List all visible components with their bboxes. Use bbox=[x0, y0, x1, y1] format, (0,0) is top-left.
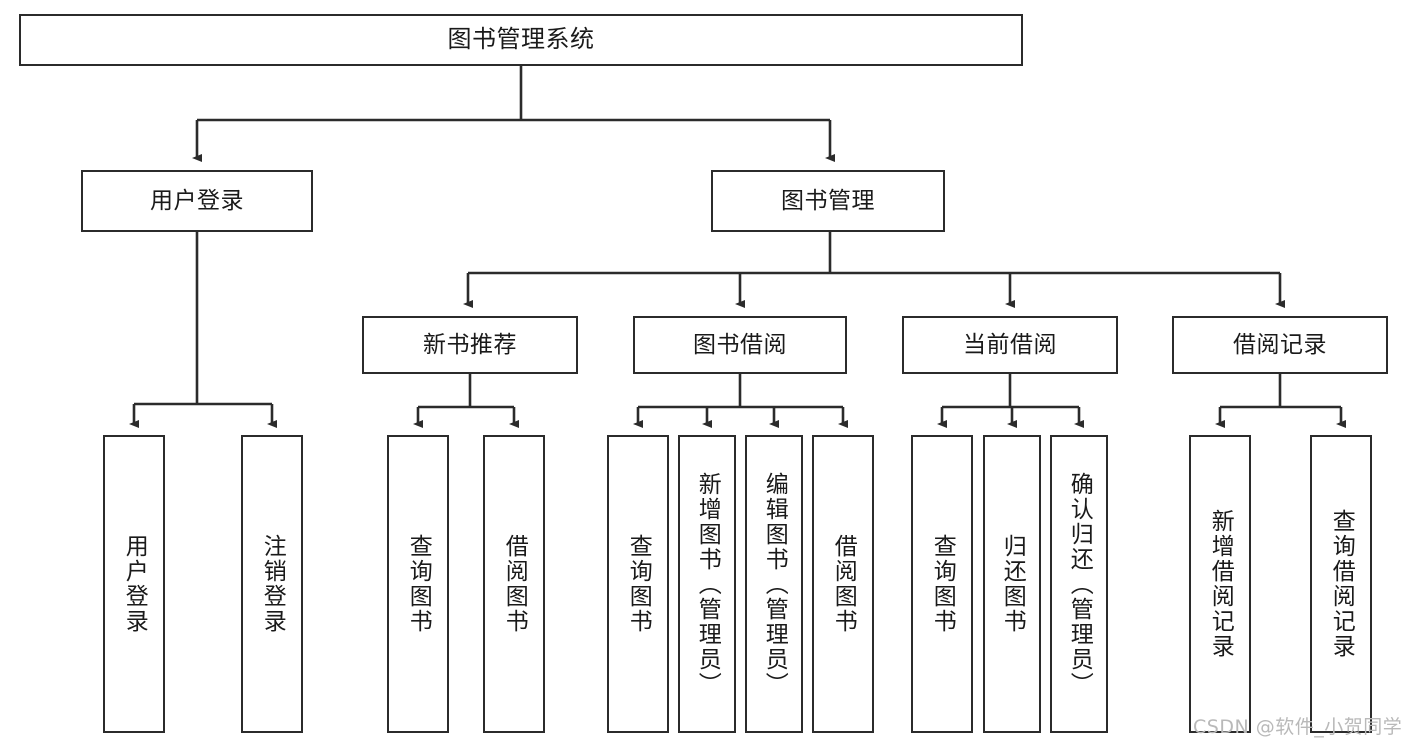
node-book-borrow-label: 图书借阅 bbox=[693, 331, 787, 358]
node-leaf-add-record[interactable]: 新增借阅记录 bbox=[1189, 435, 1251, 733]
node-leaf-return-book[interactable]: 归还图书 bbox=[983, 435, 1041, 733]
node-book-borrow[interactable]: 图书借阅 bbox=[633, 316, 847, 374]
node-leaf-confirm-return[interactable]: 确认归还（管理员） bbox=[1050, 435, 1108, 733]
node-leaf-borrow-book-1[interactable]: 借阅图书 bbox=[483, 435, 545, 733]
node-leaf-add-record-label: 新增借阅记录 bbox=[1207, 509, 1234, 659]
node-user-login-label: 用户登录 bbox=[150, 187, 244, 214]
node-leaf-user-login[interactable]: 用户登录 bbox=[103, 435, 165, 733]
node-current-borrow-label: 当前借阅 bbox=[963, 331, 1057, 358]
node-leaf-borrow-book-2-label: 借阅图书 bbox=[830, 534, 857, 634]
node-borrow-record-label: 借阅记录 bbox=[1233, 331, 1327, 358]
node-leaf-query-book-3-label: 查询图书 bbox=[929, 534, 956, 634]
node-leaf-query-book-2-label: 查询图书 bbox=[625, 534, 652, 634]
node-leaf-edit-book-label: 编辑图书（管理员） bbox=[761, 471, 788, 697]
node-leaf-return-book-label: 归还图书 bbox=[999, 534, 1026, 634]
node-leaf-confirm-return-label: 确认归还（管理员） bbox=[1066, 471, 1093, 697]
node-leaf-query-record-label: 查询借阅记录 bbox=[1328, 509, 1355, 659]
node-current-borrow[interactable]: 当前借阅 bbox=[902, 316, 1118, 374]
node-new-book-rec-label: 新书推荐 bbox=[423, 331, 517, 358]
node-leaf-add-book-label: 新增图书（管理员） bbox=[694, 471, 721, 697]
node-borrow-record[interactable]: 借阅记录 bbox=[1172, 316, 1388, 374]
node-root-label: 图书管理系统 bbox=[447, 25, 595, 54]
node-leaf-query-record[interactable]: 查询借阅记录 bbox=[1310, 435, 1372, 733]
node-leaf-add-book[interactable]: 新增图书（管理员） bbox=[678, 435, 736, 733]
node-leaf-borrow-book-2[interactable]: 借阅图书 bbox=[812, 435, 874, 733]
node-book-manage-label: 图书管理 bbox=[781, 187, 875, 214]
node-leaf-query-book-1[interactable]: 查询图书 bbox=[387, 435, 449, 733]
node-leaf-query-book-3[interactable]: 查询图书 bbox=[911, 435, 973, 733]
node-leaf-user-logout[interactable]: 注销登录 bbox=[241, 435, 303, 733]
watermark-text: CSDN @软件_小贺同学 bbox=[1193, 716, 1403, 738]
node-new-book-rec[interactable]: 新书推荐 bbox=[362, 316, 578, 374]
node-leaf-edit-book[interactable]: 编辑图书（管理员） bbox=[745, 435, 803, 733]
node-leaf-borrow-book-1-label: 借阅图书 bbox=[501, 534, 528, 634]
node-book-manage[interactable]: 图书管理 bbox=[711, 170, 945, 232]
node-user-login[interactable]: 用户登录 bbox=[81, 170, 313, 232]
node-leaf-query-book-2[interactable]: 查询图书 bbox=[607, 435, 669, 733]
node-leaf-user-logout-label: 注销登录 bbox=[259, 534, 286, 634]
node-leaf-user-login-label: 用户登录 bbox=[121, 534, 148, 634]
node-leaf-query-book-1-label: 查询图书 bbox=[405, 534, 432, 634]
node-root[interactable]: 图书管理系统 bbox=[19, 14, 1023, 66]
